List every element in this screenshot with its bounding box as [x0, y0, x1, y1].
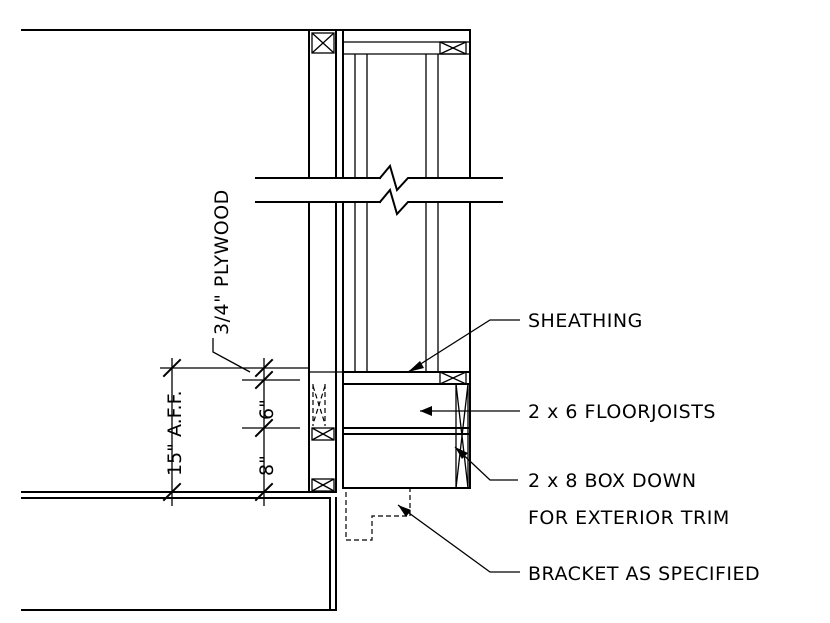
blocking-mid-left	[311, 427, 335, 441]
plywood-label: 3/4" PLYWOOD	[211, 189, 233, 335]
leaders	[212, 319, 520, 573]
bracket-label: BRACKET AS SPECIFIED	[528, 563, 760, 585]
dimension-six: 6"	[256, 399, 278, 420]
wall-framing	[308, 29, 471, 611]
break-line	[255, 163, 503, 216]
dimension-lines	[160, 358, 308, 506]
exterior-trim-label: FOR EXTERIOR TRIM	[528, 507, 730, 529]
blocking-top-right	[439, 41, 467, 55]
blocking-sill-right	[439, 371, 467, 385]
bracket-outline	[345, 488, 411, 541]
dimension-eight: 8"	[256, 455, 278, 476]
box-down-label: 2 x 8 BOX DOWN	[528, 470, 697, 492]
blocking-top-left	[311, 32, 335, 54]
floor-system	[309, 371, 471, 489]
interior-lines	[21, 29, 471, 611]
sheathing-label: SHEATHING	[528, 310, 643, 332]
blocking-bottom-left	[311, 478, 335, 492]
floor-joists-label: 2 x 6 FLOORJOISTS	[528, 401, 716, 423]
rim-joist-right	[455, 383, 469, 489]
dimension-aff: 15" A.F.F.	[164, 391, 186, 477]
